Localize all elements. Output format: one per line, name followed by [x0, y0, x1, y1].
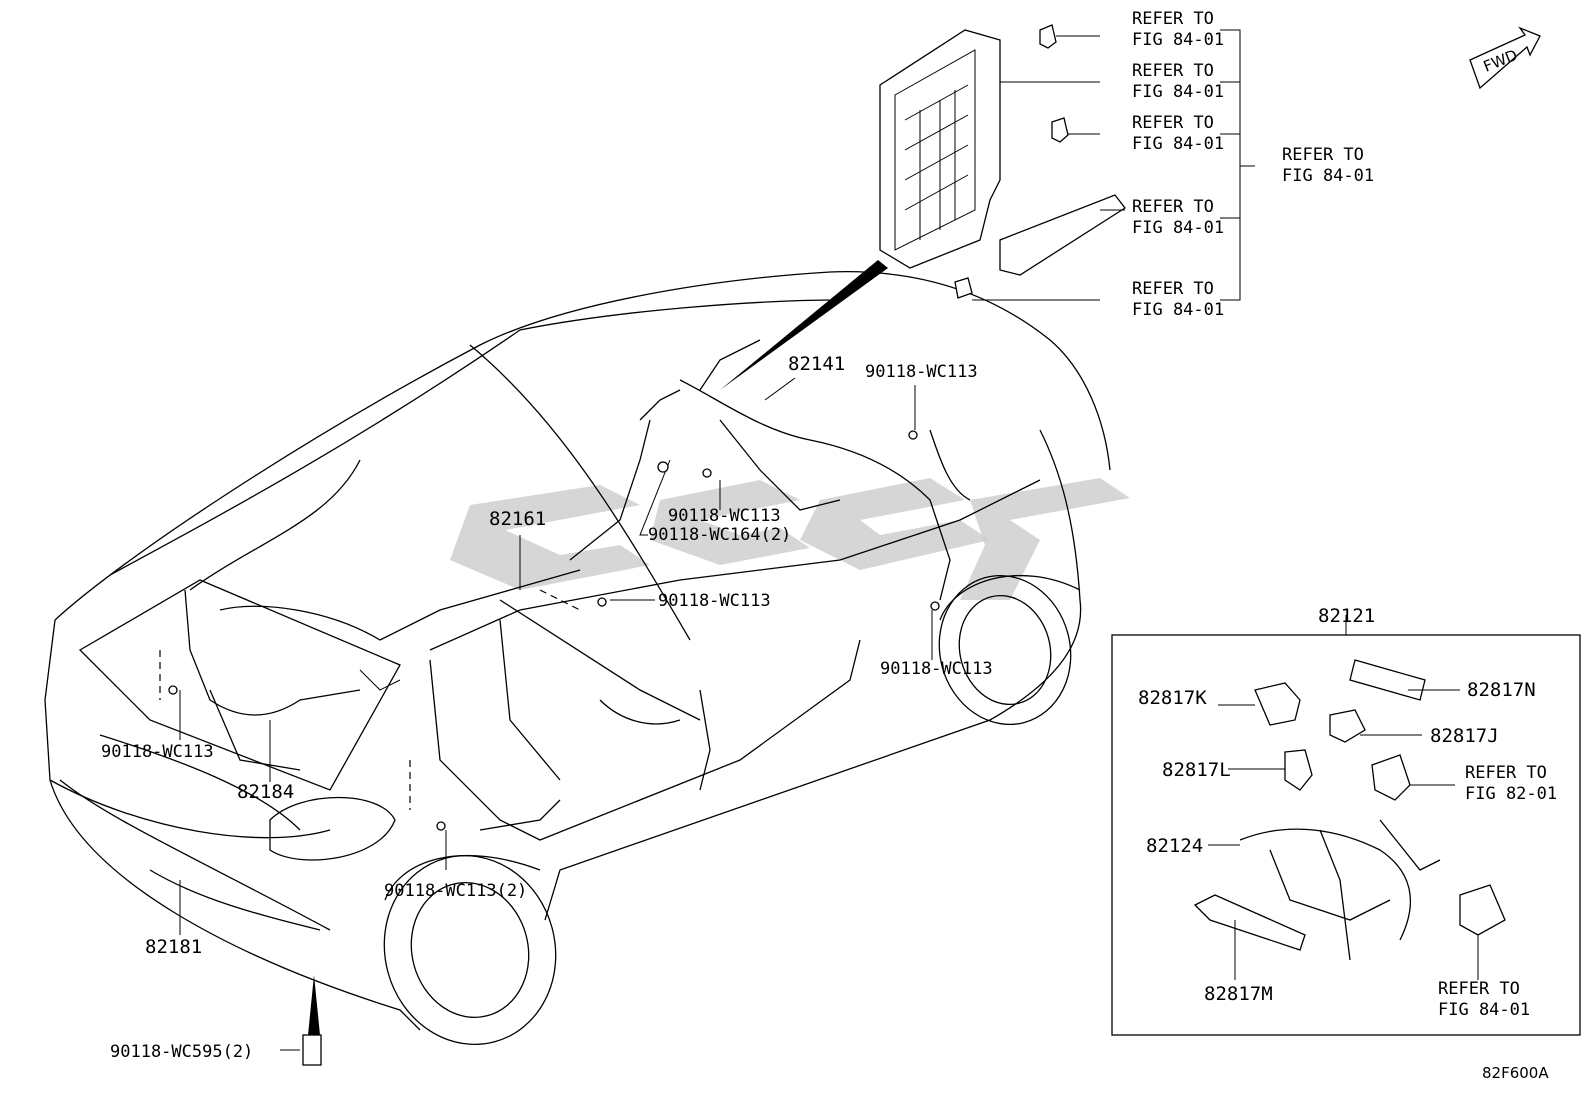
bolt-icon — [436, 821, 446, 831]
fastener-label: 90118-WC113 — [668, 506, 781, 526]
refer-to-group-1: REFER TO FIG 84-01 — [1132, 9, 1224, 50]
refer-to-group-3: REFER TO FIG 84-01 — [1132, 113, 1224, 154]
fastener-label: 90118-WC113 — [865, 362, 978, 382]
bolt-icon — [908, 430, 918, 440]
refer-to-group-4: REFER TO FIG 84-01 — [1132, 197, 1224, 238]
inset-leaders — [1208, 689, 1479, 980]
part-82817M-label: 82817M — [1204, 983, 1273, 1005]
bolt-icon — [168, 685, 178, 695]
clip-label-patch — [302, 1034, 322, 1066]
svg-text:REFER TO: REFER TO — [1282, 145, 1364, 165]
refer-to-fig-82-01: REFER TO FIG 82-01 — [1465, 763, 1557, 804]
part-82817N-label: 82817N — [1467, 679, 1536, 701]
bolt-icon — [657, 461, 669, 473]
connector-icon — [954, 277, 973, 299]
fwd-label: FWD — [1481, 46, 1520, 76]
part-82817L-label: 82817L — [1162, 759, 1231, 781]
junction-block-icon — [879, 29, 1001, 269]
svg-text:REFER TO: REFER TO — [1465, 763, 1547, 783]
fwd-arrow-badge: FWD — [1469, 26, 1541, 90]
svg-text:REFER TO: REFER TO — [1132, 279, 1214, 299]
bracket-icon — [1371, 754, 1411, 801]
svg-text:FIG 84-01: FIG 84-01 — [1132, 134, 1224, 154]
svg-text:FIG 84-01: FIG 84-01 — [1132, 82, 1224, 102]
part-82161-label: 82161 — [489, 508, 546, 530]
main-leaders — [179, 377, 933, 1051]
dashed-guides — [159, 589, 581, 810]
part-82124-label: 82124 — [1146, 835, 1203, 857]
part-82817J-label: 82817J — [1430, 725, 1499, 747]
watermark-logo — [450, 478, 1130, 600]
fastener-label: 90118-WC113 — [880, 659, 993, 679]
refer-to-group-main: REFER TO FIG 84-01 — [1282, 145, 1374, 186]
svg-text:FIG 82-01: FIG 82-01 — [1465, 784, 1557, 804]
sensor-82817J-icon — [1329, 709, 1366, 743]
refer-to-group-5: REFER TO FIG 84-01 — [1132, 279, 1224, 320]
part-82817K-label: 82817K — [1138, 687, 1207, 709]
svg-text:REFER TO: REFER TO — [1132, 113, 1214, 133]
bolt-icon — [702, 468, 712, 478]
sensor-82817M-icon — [1193, 894, 1306, 951]
fastener-label: 90118-WC164(2) — [648, 525, 791, 545]
svg-text:REFER TO: REFER TO — [1438, 979, 1520, 999]
fastener-label: 90118-WC113 — [658, 591, 771, 611]
svg-text:FIG 84-01: FIG 84-01 — [1132, 218, 1224, 238]
svg-text:FIG 84-01: FIG 84-01 — [1282, 166, 1374, 186]
sensor-82817K-icon — [1254, 682, 1301, 726]
clip-pointer — [308, 975, 320, 1035]
fastener-label: 90118-WC595(2) — [110, 1042, 253, 1062]
wire-harness — [59, 339, 971, 931]
bolt-icon — [597, 597, 607, 607]
svg-text:FIG 84-01: FIG 84-01 — [1132, 30, 1224, 50]
sensor-82817L-icon — [1284, 749, 1313, 791]
part-82121-label: 82121 — [1318, 605, 1375, 627]
svg-text:FIG 84-01: FIG 84-01 — [1132, 300, 1224, 320]
sub-harness-82124-icon — [1239, 819, 1441, 961]
fastener-label: 90118-WC113(2) — [384, 881, 527, 901]
svg-text:REFER TO: REFER TO — [1132, 9, 1214, 29]
part-82181-label: 82181 — [145, 936, 202, 958]
refer-to-fig-84-01-inset: REFER TO FIG 84-01 — [1438, 979, 1530, 1020]
bolt-icon — [930, 601, 940, 611]
svg-text:REFER TO: REFER TO — [1132, 197, 1214, 217]
refer-leaders — [972, 29, 1255, 301]
ecu-leader-pointer — [720, 260, 888, 390]
part-82184-label: 82184 — [237, 781, 294, 803]
relay-icon — [1051, 117, 1069, 143]
vehicle-body-outline — [44, 271, 1111, 1046]
figure-code: 82F600A — [1482, 1064, 1549, 1082]
sensor-82817N-icon — [1349, 659, 1426, 701]
connector-box-icon — [1459, 884, 1506, 936]
relay-icon — [1039, 24, 1057, 49]
part-82141-label: 82141 — [788, 353, 845, 375]
refer-to-group-2: REFER TO FIG 84-01 — [1132, 61, 1224, 102]
fastener-label: 90118-WC113 — [101, 742, 214, 762]
svg-text:FIG 84-01: FIG 84-01 — [1438, 1000, 1530, 1020]
svg-text:REFER TO: REFER TO — [1132, 61, 1214, 81]
control-module-icon — [999, 194, 1126, 276]
